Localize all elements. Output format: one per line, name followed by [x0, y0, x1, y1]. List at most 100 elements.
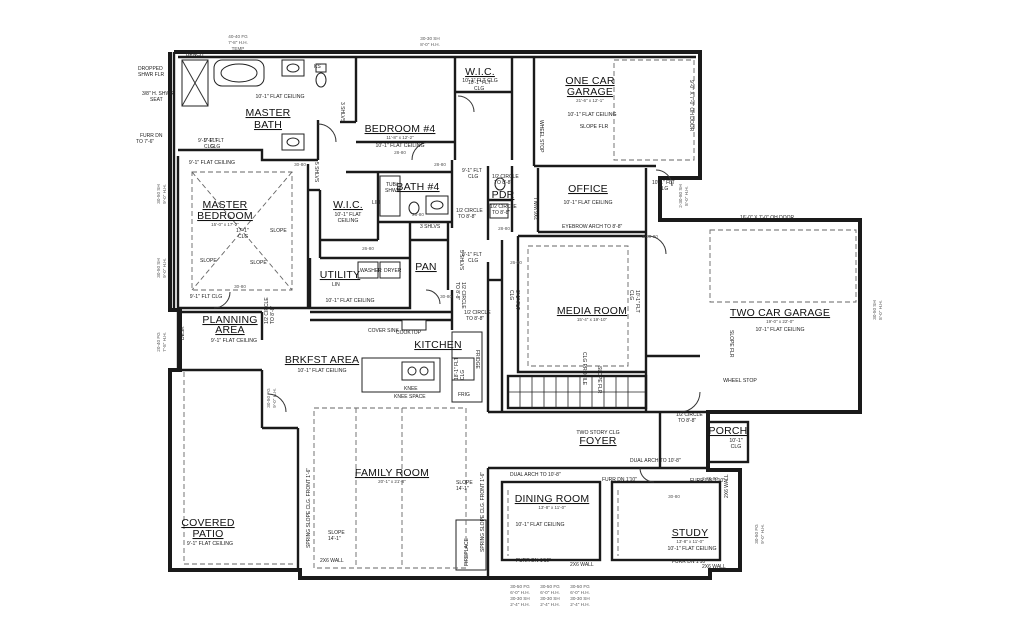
note-knee-space: KNEE SPACE [394, 394, 426, 400]
note-clg-mb2: CLG [238, 234, 248, 240]
foyer-ceiling: TWO STORY CLG [576, 430, 619, 436]
door-10: 2-30-80 [702, 476, 718, 481]
door-swings [213, 95, 701, 483]
dining-room-dims: 13'-8" x 11'-0" [538, 505, 566, 510]
pan-label: PAN [415, 261, 436, 273]
note-circle-4: 1/2 CIRCLE [460, 282, 466, 309]
note-circle-3: 1/2 CIRCLE [490, 204, 517, 210]
note-circle-7b: TO 8'-8" [678, 418, 696, 424]
window-top-1c: TEMP [232, 46, 245, 51]
one-car-garage-label: ONE CAR [565, 75, 614, 87]
office-label: OFFICE [568, 183, 608, 195]
note-circle-7: 1/2 CIRCLE [676, 412, 703, 418]
note-circle-1b: TO 8'-8" [494, 180, 512, 186]
window-bot-2b: 6'-0" H.H. [540, 590, 560, 595]
window-left-1b: 9'-0" H.H. [162, 184, 167, 204]
dining-room-ceiling: 10'-1" FLAT CEILING [515, 522, 564, 528]
window-bot-2c: 30-30 SH [540, 596, 559, 601]
window-bot-2: 30-50 FG [540, 584, 560, 589]
note-dual-arch-2: DUAL ARCH TO 10'-8" [510, 472, 561, 478]
note-flt-clg-2: 10'-1" FLT [468, 80, 491, 86]
note-flt-clg-6b: CLG [628, 290, 634, 300]
note-slope-mb3: SLOPE [250, 260, 267, 266]
pdr-label: PDR [492, 189, 515, 201]
porch-ceiling: 10'-1" [729, 438, 742, 444]
bedroom4-dims: 11'-8" x 12'-2" [386, 135, 414, 140]
window-left-2: 30-50 SH [156, 258, 161, 277]
door-6: 30-80 [234, 284, 246, 289]
door-4: 26-80 [412, 212, 424, 217]
note-flt-clg-2b: CLG [474, 86, 484, 92]
note-dual-arch-1: DUAL ARCH TO 10'-8" [630, 458, 681, 464]
note-shlvs-2: 5 SHLVS [313, 162, 319, 183]
window-left-3b: 7'-8" H.H. [162, 332, 167, 352]
master-bedroom-label-2: BEDROOM [197, 210, 253, 222]
utility-ceiling: 10'-1" FLAT CEILING [325, 298, 374, 304]
wic-top-label: W.I.C. [465, 66, 495, 78]
dining-room-label: DINING ROOM [515, 493, 590, 505]
note-slope-fr1b: 14'-1" [328, 536, 341, 542]
note-knee: KNEE [404, 386, 418, 392]
two-car-garage-dims: 19'-0" x 22'-0" [766, 319, 794, 324]
note-wall-2: 2X6 WALL [570, 562, 594, 568]
note-clg-mb: 17'-1" [236, 228, 249, 234]
note-circle-2: 1/2 CIRCLE [456, 208, 483, 214]
door-5: 28-80 [394, 150, 406, 155]
note-circle-3b: TO 8'-8" [492, 210, 510, 216]
note-tub-shwr: TUB/ [386, 182, 398, 188]
family-room-label: FAMILY ROOM [355, 467, 429, 479]
brkfst-area-ceiling: 10'-1" FLAT CEILING [297, 368, 346, 374]
note-slope-fr2: SLOPE [456, 480, 473, 486]
note-shwr-seat: 3/8" H. SHWR [142, 91, 174, 97]
door-8: 28-80 [498, 226, 510, 231]
window-top-2: 30-30 SH [420, 36, 439, 41]
note-furr-dn-1: FURR DN 1'10" [602, 477, 637, 483]
window-left-3: 20-40 FG [156, 332, 161, 352]
note-garage-door: 16'-0" X 7'-0" OH DOOR [740, 215, 794, 221]
master-bath-label-2: BATH [254, 119, 282, 131]
note-flt-clg-1b: CLG [204, 144, 214, 150]
note-shlvs-3: 3 SHLVS [420, 224, 441, 230]
window-left-4: 30-50 FG [266, 388, 271, 408]
planning-area-ceiling: 9'-1" FLAT CEILING [211, 338, 257, 344]
note-cooktop: COOKTOP [396, 330, 422, 336]
porch-label: PORCH [709, 425, 748, 437]
note-flt-clg-8: 9'-1" FLT [204, 138, 224, 144]
note-dryer: DRYER [384, 268, 402, 274]
media-room-label: MEDIA ROOM [557, 305, 627, 317]
note-slope-fr1: SLOPE [328, 530, 345, 536]
note-fridge: FRIDGE [474, 350, 480, 370]
notes: DROPPED SHWR FLR 3/8" H. SHWR SEAT FURR … [136, 52, 794, 570]
note-dropped-shwr-2: SHWR FLR [138, 72, 165, 78]
one-car-garage-dims: 21'-6" x 12'-1" [576, 98, 604, 103]
wic-mid-ceiling-2: CEILING [338, 218, 359, 224]
note-slope-mb1: SLOPE [270, 228, 287, 234]
door-11: 30-80 [440, 294, 452, 299]
window-bot-1d: 2'-4" H.H. [510, 602, 530, 607]
note-wall-3: 2X6 WALL [702, 564, 726, 570]
covered-patio-label: COVERED [181, 517, 235, 529]
note-flt-clg-5: 8'-1" FLT [514, 290, 520, 310]
window-bot-1: 30-50 FG [510, 584, 530, 589]
note-spring-slope-2: SPRING SLOPE CLG. FRONT 1'-6" [480, 472, 486, 552]
note-circle-6: 1/2 CIRCLE [264, 297, 270, 324]
window-right-3: 30-50 FG [754, 524, 759, 544]
note-furr-down: FURR DN [140, 133, 163, 139]
note-desk: DESK [180, 326, 186, 340]
note-flt-clg-6: 10'-1" FLT [634, 290, 640, 313]
note-flt-clg-4b: CLG [468, 174, 478, 180]
note-garage-door-1: 9'-0" X 7'-0" OH DOOR [688, 80, 694, 132]
office-ceiling: 10'-1" FLAT CEILING [563, 200, 612, 206]
door-7: 2-30-80 [642, 234, 658, 239]
note-circle-4b: TO 8'-8" [454, 282, 460, 300]
family-room-dims: 20'-1" x 21'-8" [378, 479, 406, 484]
door-9: 30-80 [668, 494, 680, 499]
porch-ceiling-2: CLG [731, 444, 742, 450]
two-car-garage-stop: WHEEL STOP [723, 378, 757, 384]
master-bedroom-ceiling: 9'-1" FLAT CEILING [189, 160, 235, 166]
planning-area-label: PLANNING [202, 314, 257, 326]
window-right-2: 30-50 SH [872, 300, 877, 319]
window-left-1: 30-50 SH [156, 184, 161, 203]
covered-patio-label-2: PATIO [193, 528, 224, 540]
